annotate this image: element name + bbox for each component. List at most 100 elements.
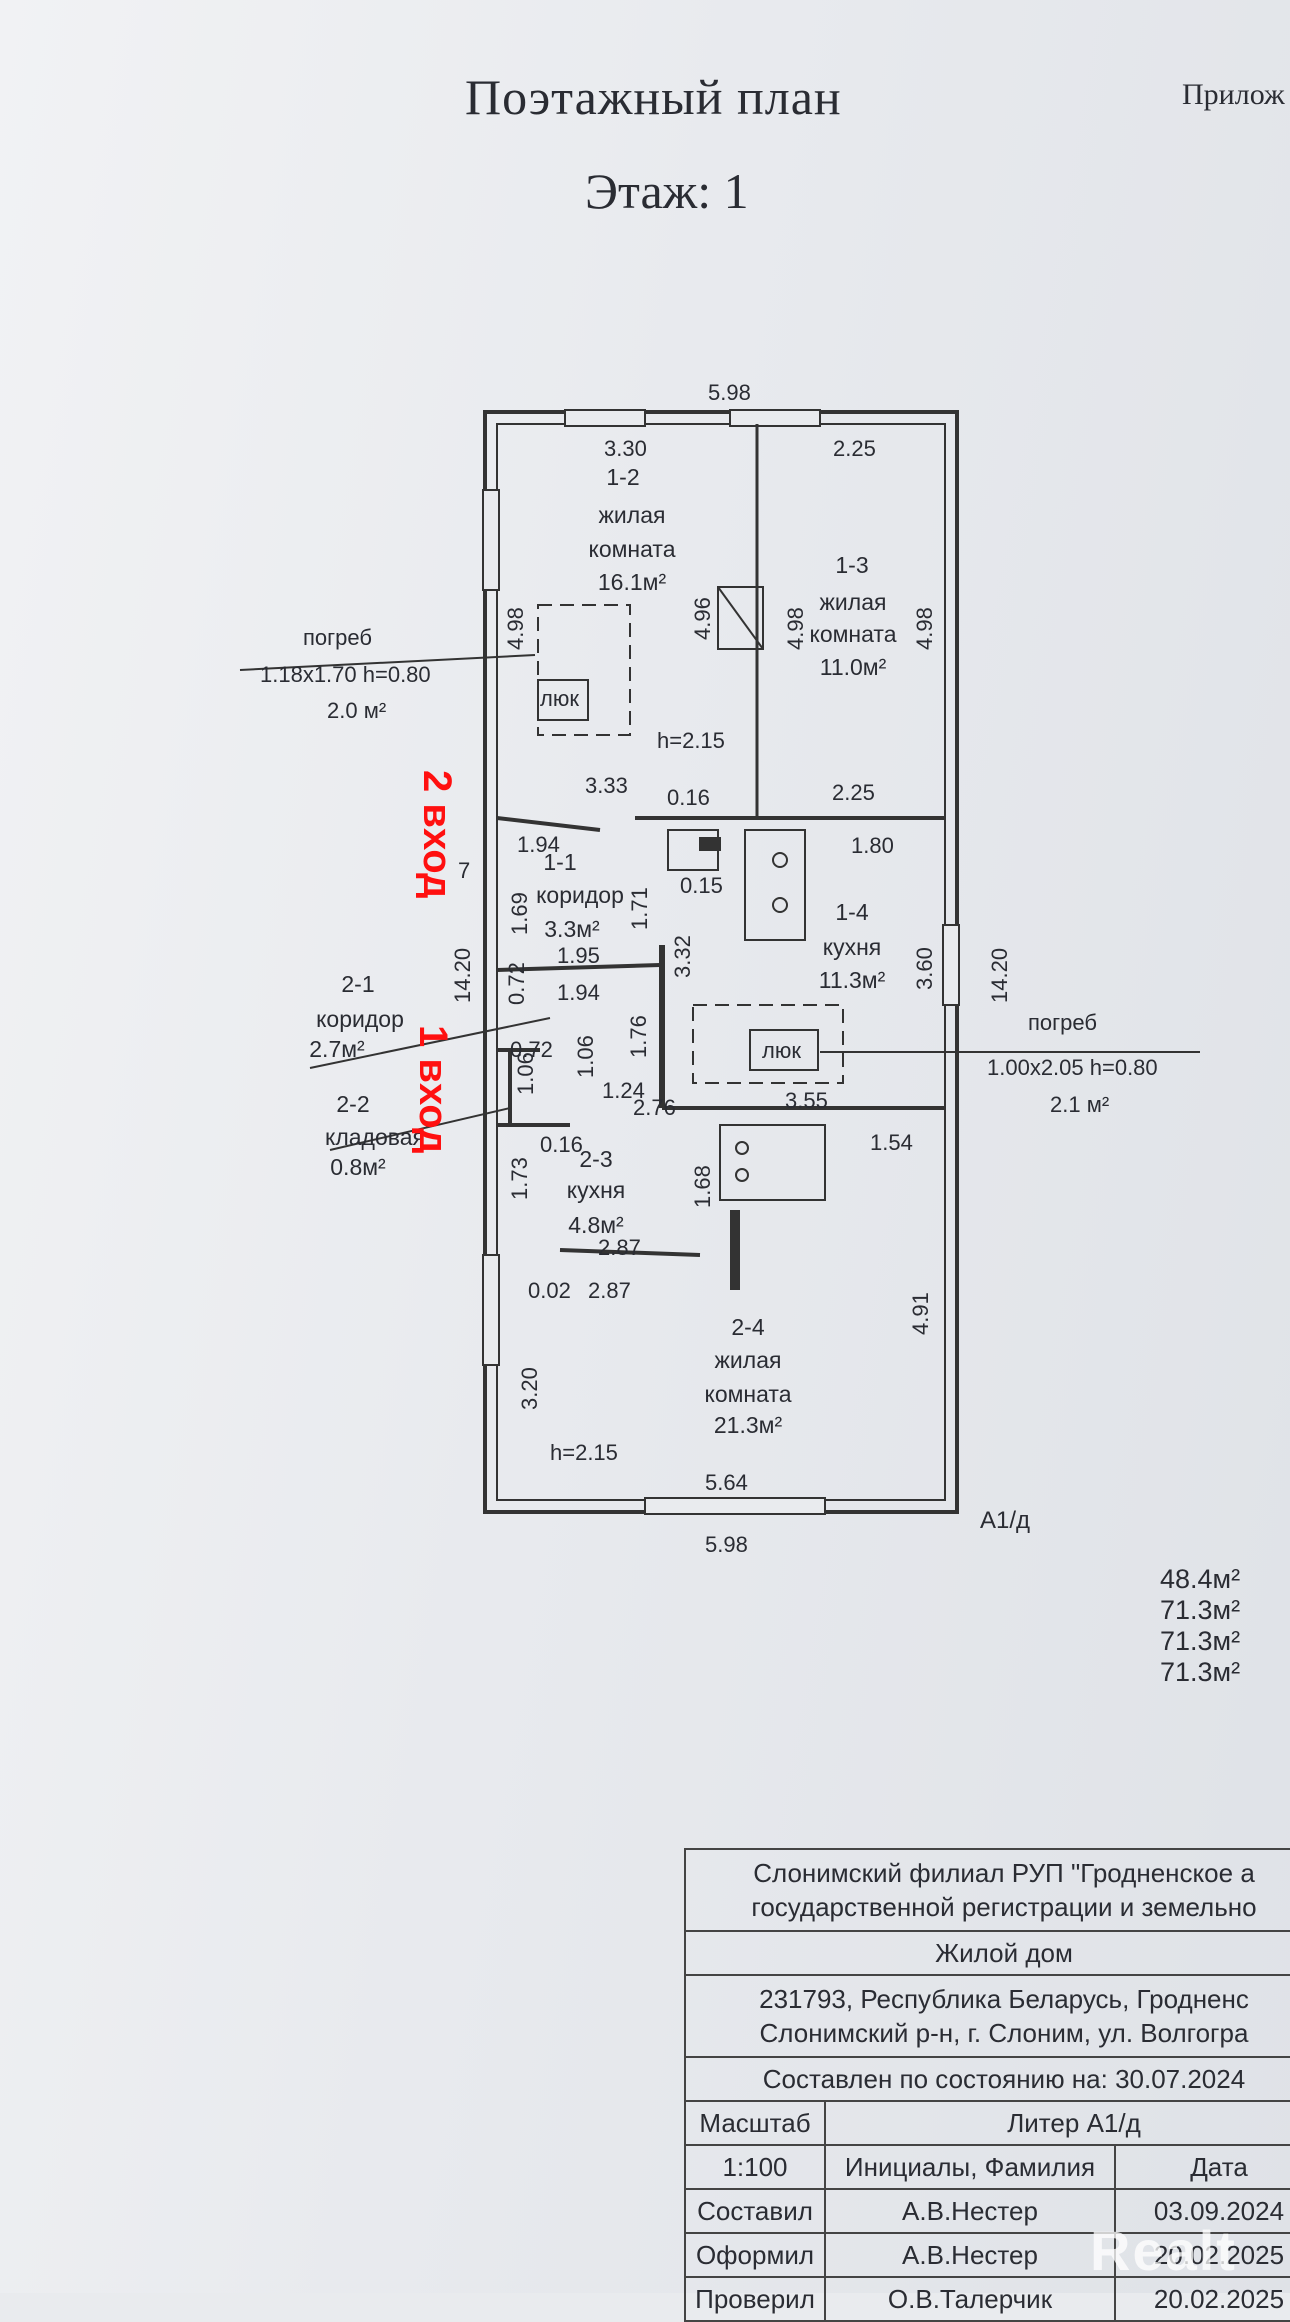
room-23-l1: кухня <box>567 1177 625 1203</box>
title-block: Слонимский филиал РУП "Гродненское а гос… <box>684 1848 1290 2322</box>
room-14-num: 1-4 <box>835 899 868 925</box>
dim-355: 3.55 <box>785 1088 828 1113</box>
role-cell: Составил <box>684 2188 826 2234</box>
role-cell: Оформил <box>684 2232 826 2278</box>
room-24-l1: жилая <box>715 1347 782 1373</box>
room-11-area: 3.3м² <box>544 916 600 942</box>
window-left-room12 <box>482 489 500 591</box>
room-23-area: 4.8м² <box>568 1212 624 1238</box>
room-labels: 1-2 жилая комната 16.1м² 1-3 жилая комна… <box>309 464 896 1438</box>
dim-106a: 1.06 <box>513 1052 538 1095</box>
room-13-l2: комната <box>810 621 897 647</box>
hatch2-box <box>749 1029 819 1071</box>
cellar2-size: 1.00x2.05 h=0.80 <box>987 1055 1158 1080</box>
dim-left-total: 14.20 <box>450 948 475 1003</box>
area-line: 48.4м² <box>1160 1564 1241 1594</box>
dim-154: 1.54 <box>870 1130 913 1155</box>
cellar1-hatch: люк <box>540 686 579 711</box>
room-23-num: 2-3 <box>579 1146 612 1172</box>
burner <box>735 1168 749 1182</box>
room-12-l2: комната <box>589 536 676 562</box>
window-top-right <box>729 409 821 427</box>
cellar1-area: 2.0 м² <box>327 698 386 723</box>
dim-225a: 2.25 <box>833 436 876 461</box>
room-22-l1: кладовая <box>325 1124 425 1150</box>
stove-firebox <box>699 837 721 851</box>
leader-22 <box>329 1107 511 1151</box>
watermark-logo: Realt <box>1090 2219 1237 2282</box>
room-13-num: 1-3 <box>835 552 868 578</box>
dim-072b: 0.72 <box>510 1037 553 1062</box>
stove-kitchen23 <box>719 1124 826 1201</box>
room-21-l1: коридор <box>316 1006 404 1032</box>
dim-498c: 4.98 <box>912 607 937 650</box>
floor-label: Этаж: 1 <box>585 163 749 219</box>
entrance-1-label: 1 вход <box>411 1025 455 1154</box>
dim-225b: 2.25 <box>832 780 875 805</box>
room-12-num: 1-2 <box>606 464 639 490</box>
dim-332: 3.32 <box>670 935 695 978</box>
cellar-hatches <box>537 604 844 1084</box>
dim-320: 3.20 <box>517 1367 542 1410</box>
window-right-kitchen <box>942 924 960 1006</box>
dim-169: 1.69 <box>507 892 532 935</box>
window-top-left <box>564 409 646 427</box>
cellar2-hatch: люк <box>762 1038 801 1063</box>
dim-194a: 1.94 <box>517 832 560 857</box>
burner <box>772 897 788 913</box>
stove-hatch <box>717 586 764 650</box>
room-24-num: 2-4 <box>731 1314 764 1340</box>
dim-002: 0.02 <box>528 1278 571 1303</box>
dim-07: 7 <box>458 858 470 883</box>
hatch1-box <box>537 679 589 721</box>
dim-498a: 4.98 <box>503 607 528 650</box>
dim-bottom-inner: 5.64 <box>705 1470 748 1495</box>
room-22-area: 0.8м² <box>330 1154 386 1180</box>
partition <box>496 963 661 972</box>
org-line2: государственной регистрации и земельно <box>751 1892 1257 1922</box>
date-header: Дата <box>1114 2144 1290 2190</box>
date-cell: 20.02.2025 <box>1114 2232 1290 2278</box>
appendix-label: Прилож <box>1182 78 1285 111</box>
room-14-area: 11.3м² <box>819 967 886 993</box>
dimension-labels: 5.98 3.30 2.25 4.98 4.96 4.98 4.98 h=2.1… <box>450 380 1012 1557</box>
scale-header: Масштаб <box>684 2100 826 2146</box>
room-12-l1: жилая <box>599 502 666 528</box>
dim-124: 1.24 <box>602 1078 645 1103</box>
ceiling-height-2: h=2.15 <box>550 1440 618 1465</box>
dim-106b: 1.06 <box>573 1035 598 1078</box>
dim-180: 1.80 <box>851 833 894 858</box>
dim-333: 3.33 <box>585 773 628 798</box>
stove-room12-13 <box>717 586 764 650</box>
dim-168: 1.68 <box>690 1165 715 1208</box>
cellar1-name: погреб <box>303 625 372 650</box>
dim-173: 1.73 <box>507 1157 532 1200</box>
stove-kitchen14 <box>744 829 806 941</box>
area-line: 71.3м² <box>1160 1626 1241 1656</box>
window-bottom <box>644 1497 826 1515</box>
scale-value: 1:100 <box>684 2144 826 2190</box>
room-11-l1: коридор <box>536 882 624 908</box>
dim-496: 4.96 <box>690 597 715 640</box>
room-11-num: 1-1 <box>543 849 576 875</box>
entrance-2-label: 2 вход <box>415 770 459 899</box>
burner <box>735 1141 749 1155</box>
room-21-num: 2-1 <box>341 971 374 997</box>
dim-498b: 4.98 <box>783 607 808 650</box>
room-13-area: 11.0м² <box>820 654 887 680</box>
dim-360: 3.60 <box>912 947 937 990</box>
name-cell: А.В.Нестер <box>824 2188 1116 2234</box>
ceiling-height-1: h=2.15 <box>657 728 725 753</box>
liter-mark: А1/д <box>980 1507 1030 1534</box>
org-cell: Слонимский филиал РУП "Гродненское а гос… <box>684 1848 1290 1932</box>
dim-195: 1.95 <box>557 943 600 968</box>
room-21-area: 2.7м² <box>309 1036 365 1062</box>
state-cell: Составлен по состоянию на: 30.07.2024 <box>684 2056 1290 2102</box>
dim-176: 1.76 <box>626 1015 651 1058</box>
dim-330: 3.30 <box>604 436 647 461</box>
role-cell: Проверил <box>684 2276 826 2322</box>
org-line1: Слонимский филиал РУП "Гродненское а <box>753 1858 1255 1888</box>
name-cell: О.В.Талерчик <box>824 2276 1116 2322</box>
dim-194b: 1.94 <box>557 980 600 1005</box>
